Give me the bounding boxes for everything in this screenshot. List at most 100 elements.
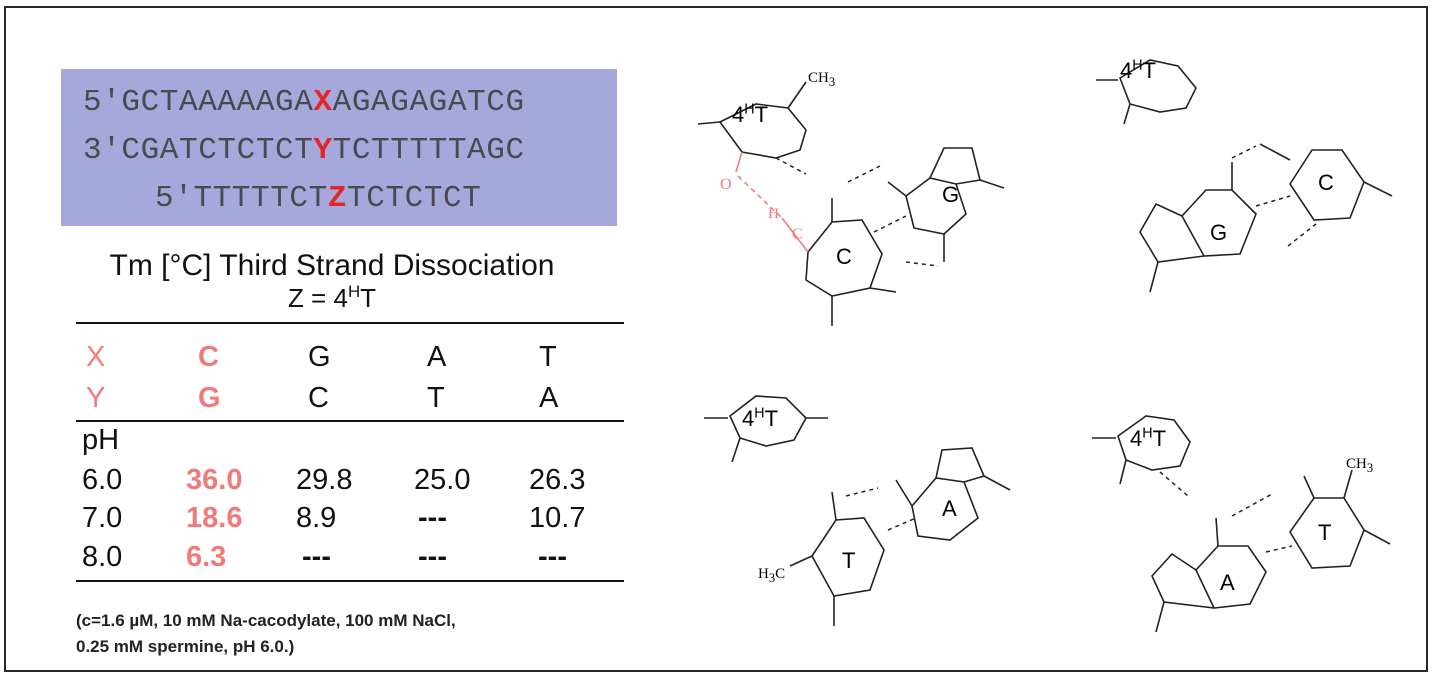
- header-x-g: G: [308, 341, 331, 373]
- ring-a-3: [911, 477, 979, 541]
- bond-co-2: [1123, 103, 1131, 125]
- bond-c-nh2-2: [1259, 143, 1291, 161]
- table-rule-mid: [76, 420, 624, 422]
- bond-co-4: [1119, 459, 1127, 485]
- bond-3b: [887, 517, 917, 531]
- hbond-4b: [1231, 493, 1273, 517]
- table-cell: 6.3: [186, 541, 227, 573]
- table-cell: ---: [302, 541, 331, 573]
- header-y-g: G: [198, 382, 221, 414]
- ring-4ht-1: [718, 103, 807, 159]
- bond-co-c1: [869, 287, 897, 293]
- header-y-a: A: [539, 382, 559, 414]
- figure-frame: 5'GCTAAAAAGAXAGAGAGATCG 3'CGATCTCTCTYTCT…: [4, 6, 1428, 672]
- seq2-prefix: 3'CGATCTCTCT: [83, 133, 314, 168]
- table-rule-top: [76, 322, 624, 324]
- table-rule-bottom: [76, 580, 624, 582]
- conditions-line-1: (c=1.6 µM, 10 mM Na-cacodylate, 100 mM N…: [76, 611, 456, 630]
- table-cell: 25.0: [414, 464, 471, 496]
- bond-t-methyl-3: [789, 555, 813, 567]
- hbond-2c: [1287, 223, 1317, 247]
- bond-g-methyl-1: [979, 179, 1005, 189]
- table-cell: ---: [418, 541, 447, 573]
- bond-t-nmethyl-4: [1363, 529, 1391, 545]
- header-x-a: A: [427, 341, 447, 373]
- table-cell: 29.8: [296, 464, 353, 496]
- seq2-suffix: TCTTTTTAGC: [332, 133, 525, 168]
- hbond-pink-1: [737, 175, 783, 219]
- ring-c-1: [805, 219, 883, 297]
- ring-4ht-2: [1119, 59, 1197, 113]
- table-cell: 36.0: [186, 464, 243, 496]
- bond-co-1: [735, 151, 743, 173]
- ring-g5-2: [1139, 202, 1205, 263]
- header-y-c: C: [308, 382, 329, 414]
- table-cell: 7.0: [82, 502, 123, 534]
- bond-t-methyl-4: [1343, 469, 1353, 499]
- seq3-suffix: TCTCTCT: [347, 181, 482, 216]
- hbond-2a: [1231, 145, 1257, 159]
- seq1-suffix: AGAGAGATCG: [332, 85, 525, 120]
- bond-c-methyl-2: [1363, 181, 1393, 197]
- conditions-line-2: 0.25 mM spermine, pH 6.0.): [76, 637, 295, 656]
- bond-t-o-4: [1303, 475, 1315, 499]
- table-cell: 26.3: [529, 464, 586, 496]
- table-subtitle: Z = 4HT: [66, 283, 598, 314]
- table-title: Tm [°C] Third Strand Dissociation: [109, 249, 555, 282]
- seq3-mark-z: Z: [327, 181, 348, 216]
- sequence-line-3: 5'TTTTTCTZTCTCTCT: [155, 181, 481, 216]
- table-cell: ---: [418, 502, 447, 534]
- table-cell: 18.6: [186, 502, 243, 534]
- sequence-box: 5'GCTAAAAAGAXAGAGAGATCG 3'CGATCTCTCTYTCT…: [61, 69, 617, 226]
- hbond-1b: [847, 165, 881, 183]
- sequence-line-2: 3'CGATCTCTCTYTCTTTTTAGC: [83, 133, 525, 168]
- hbond-4a: [1159, 471, 1189, 497]
- bond-a-methyl-4: [1155, 601, 1165, 633]
- bond-t-o-3: [831, 491, 837, 521]
- ring-g-1: [905, 177, 967, 235]
- seq3-prefix: 5'TTTTTCT: [155, 181, 328, 216]
- bond-a-nh-4: [1215, 517, 1219, 547]
- hbond-1a: [775, 157, 807, 175]
- header-y-t: T: [427, 382, 445, 414]
- ring-g5-1: [929, 147, 981, 185]
- subtitle-sup: H: [347, 281, 361, 301]
- seq1-prefix: 5'GCTAAAAAGA: [83, 85, 314, 120]
- ring-4ht-4: [1117, 415, 1191, 471]
- ring-a-4: [1195, 545, 1267, 609]
- bond-n-methyl-1: [697, 121, 721, 125]
- header-x: X: [86, 341, 106, 373]
- table-cell: 8.9: [296, 502, 337, 534]
- hbond-4c: [1265, 545, 1293, 553]
- ring-c-2: [1289, 149, 1365, 221]
- ph-label: pH: [82, 424, 120, 456]
- bond-pink-ch: [781, 217, 809, 253]
- seq2-mark-y: Y: [313, 133, 333, 168]
- hbond-1d: [905, 261, 939, 267]
- table-cell: 8.0: [82, 541, 123, 573]
- subtitle-post: T: [360, 283, 377, 313]
- bond-a-methyl-3: [983, 475, 1011, 491]
- bond-ch3-1: [787, 81, 807, 109]
- table-cell: 6.0: [82, 464, 123, 496]
- ring-a5-4: [1151, 552, 1215, 609]
- subtitle-pre: Z = 4: [287, 283, 348, 313]
- bond-g-nh-1: [887, 181, 907, 197]
- sequence-line-1: 5'GCTAAAAAGAXAGAGAGATCG: [83, 85, 525, 120]
- ring-a5-3: [935, 447, 986, 483]
- header-y: Y: [86, 382, 106, 414]
- bond-a-nh-3: [895, 479, 913, 507]
- table-cell: 10.7: [529, 502, 586, 534]
- header-x-c: C: [198, 341, 219, 373]
- seq1-mark-x: X: [313, 85, 333, 120]
- hbond-2b: [1255, 195, 1291, 207]
- bond-co-3: [731, 437, 741, 463]
- table-cell: ---: [538, 541, 567, 573]
- ring-g-2: [1181, 189, 1257, 257]
- conditions-note: (c=1.6 µM, 10 mM Na-cacodylate, 100 mM N…: [76, 608, 636, 660]
- header-x-t: T: [539, 341, 557, 373]
- bond-g-methyl-2: [1149, 261, 1159, 293]
- ring-t-4: [1289, 497, 1365, 569]
- hbond-1c: [873, 215, 907, 233]
